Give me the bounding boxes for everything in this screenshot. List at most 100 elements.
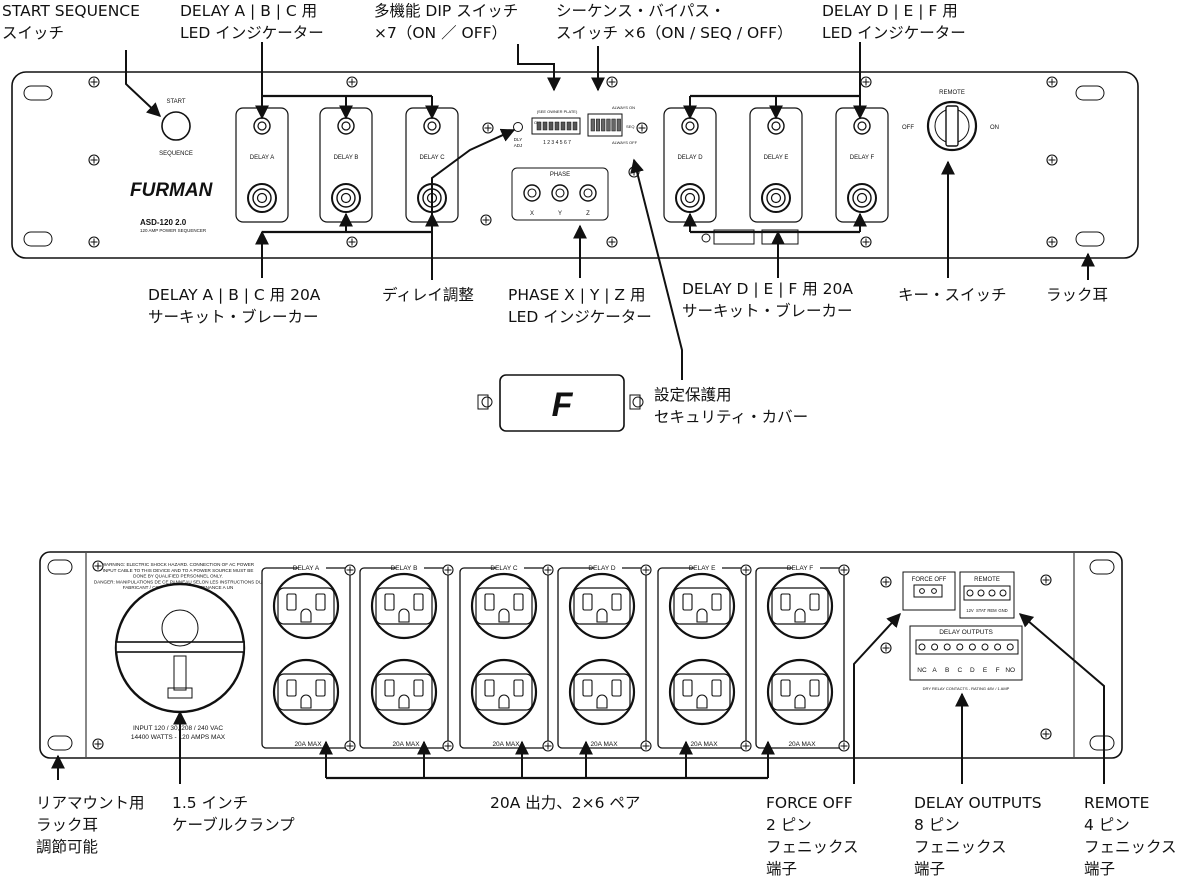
delay-label: DELAY C [419, 155, 445, 161]
led-indicator [337, 117, 355, 135]
screw-icon [88, 154, 100, 166]
callout-rear-ear-1: リアマウント用 [36, 794, 145, 812]
circuit-breaker[interactable] [847, 183, 877, 213]
outlet-icon [470, 658, 538, 726]
callout-abc-breaker-2: サーキット・ブレーカー [148, 307, 319, 326]
brand-logo: FURMAN [130, 180, 214, 201]
delay-label: DELAY D [677, 155, 703, 161]
outlet-max-label: 20A MAX [788, 741, 816, 748]
adj-label: ADJ [514, 143, 523, 148]
force-off-block [902, 571, 956, 611]
screw-icon [636, 122, 648, 134]
bypass-switch[interactable] [587, 113, 623, 137]
screw-icon [1046, 76, 1058, 88]
delay-label: DELAY E [764, 155, 789, 161]
callout-clamp-1: 1.5 インチ [172, 794, 248, 812]
rack-slot [47, 559, 73, 575]
remote-pin-label: STAT [976, 608, 987, 613]
callout-abc-breaker-1: DELAY A | B | C 用 20A [148, 286, 321, 304]
delay-adjust-knob[interactable] [513, 122, 523, 132]
callout-delay-abc-led-1: DELAY A | B | C 用 [180, 2, 317, 20]
remote-pin-label: REM [987, 608, 997, 613]
contacts-note: DRY RELAY CONTACTS - RATING 48V / 1 AMP [923, 686, 1010, 691]
warning-line: WARNING: ELECTRIC SHOCK HAZARD. CONNECTI… [102, 562, 255, 567]
circuit-breaker[interactable] [247, 183, 277, 213]
rack-slot [47, 735, 73, 751]
outlet-label: DELAY E [689, 565, 717, 572]
callout-delay-outputs-2: 8 ピン [914, 816, 960, 834]
delay-module: DELAY F [835, 107, 889, 223]
screw-icon [542, 740, 554, 752]
start-sequence-button[interactable] [161, 111, 191, 141]
callout-force-off-4: 端子 [766, 860, 797, 878]
outlet-icon [766, 658, 834, 726]
callout-start-sequence-2: スイッチ [2, 24, 64, 42]
model-subtitle: 120 AMP POWER SEQUENCER [140, 228, 207, 233]
callout-delay-def-led-2: LED インジケーター [822, 24, 966, 42]
phase-title: PHASE [550, 172, 570, 178]
delay-outputs-terminal[interactable] [915, 639, 1019, 655]
screw-icon [838, 564, 850, 576]
screw-icon [1040, 728, 1052, 740]
led-indicator [253, 117, 271, 135]
screw-icon [880, 576, 892, 588]
screw-icon [740, 564, 752, 576]
security-cover: F [477, 374, 644, 432]
rack-slot [1089, 559, 1115, 575]
delay-outputs-label: DELAY OUTPUTS [939, 629, 993, 636]
outlet-icon [668, 658, 736, 726]
outlet-column: DELAY E 20A MAX [657, 562, 752, 752]
callout-security-cover-1: 設定保護用 [654, 386, 732, 404]
dly-label: DLY [514, 137, 522, 142]
callout-remote-2: 4 ピン [1084, 816, 1130, 834]
callout-security-cover-2: セキュリティ・カバー [654, 408, 808, 426]
outlet-icon [766, 572, 834, 640]
screw-icon [344, 740, 356, 752]
screw-icon [640, 564, 652, 576]
callout-bypass-2: スイッチ ×6（ON / SEQ / OFF） [556, 24, 793, 42]
lower-knob [701, 233, 711, 243]
force-off-label: FORCE OFF [912, 577, 947, 583]
delay-label: DELAY B [334, 155, 359, 161]
remote-terminal[interactable] [963, 585, 1011, 601]
callout-rear-ear-2: ラック耳 [36, 816, 98, 834]
callout-delay-outputs-3: フェニックス [914, 838, 1007, 856]
led-indicator [681, 117, 699, 135]
model-name: ASD-120 2.0 [140, 218, 187, 227]
delay-module: DELAY E [749, 107, 803, 223]
screw-icon [92, 560, 104, 572]
outlet-max-label: 20A MAX [392, 741, 420, 748]
delay-output-pin-label: B [945, 667, 949, 674]
callout-remote-3: フェニックス [1084, 838, 1177, 856]
rack-slot [23, 231, 53, 247]
circuit-breaker[interactable] [331, 183, 361, 213]
lower-dip-switch[interactable] [713, 229, 755, 245]
bypass-top-label: ALWAYS ON [612, 105, 635, 110]
led-indicator [423, 117, 441, 135]
callout-remote-1: REMOTE [1084, 794, 1149, 812]
dip-switch[interactable] [531, 117, 581, 135]
screw-icon [88, 76, 100, 88]
rack-slot [1075, 85, 1105, 101]
outlet-icon [272, 572, 340, 640]
circuit-breaker[interactable] [675, 183, 705, 213]
screw-icon [1046, 154, 1058, 166]
callouts: START SEQUENCE スイッチ DELAY A | B | C 用 LE… [2, 2, 1177, 878]
screw-icon [880, 642, 892, 654]
force-off-terminal[interactable] [913, 584, 943, 598]
delay-output-pin-label: E [983, 667, 988, 674]
circuit-breaker[interactable] [761, 183, 791, 213]
delay-output-pin-label: A [932, 667, 937, 674]
delay-module: DELAY D [663, 107, 717, 223]
remote-label: REMOTE [939, 90, 965, 96]
outlet-max-label: 20A MAX [690, 741, 718, 748]
callout-def-breaker-2: サーキット・ブレーカー [682, 301, 853, 320]
screw-icon [481, 396, 493, 408]
screw-icon [838, 740, 850, 752]
rear-screws [92, 560, 1052, 750]
callout-delay-def-led-1: DELAY D | E | F 用 [822, 2, 958, 20]
